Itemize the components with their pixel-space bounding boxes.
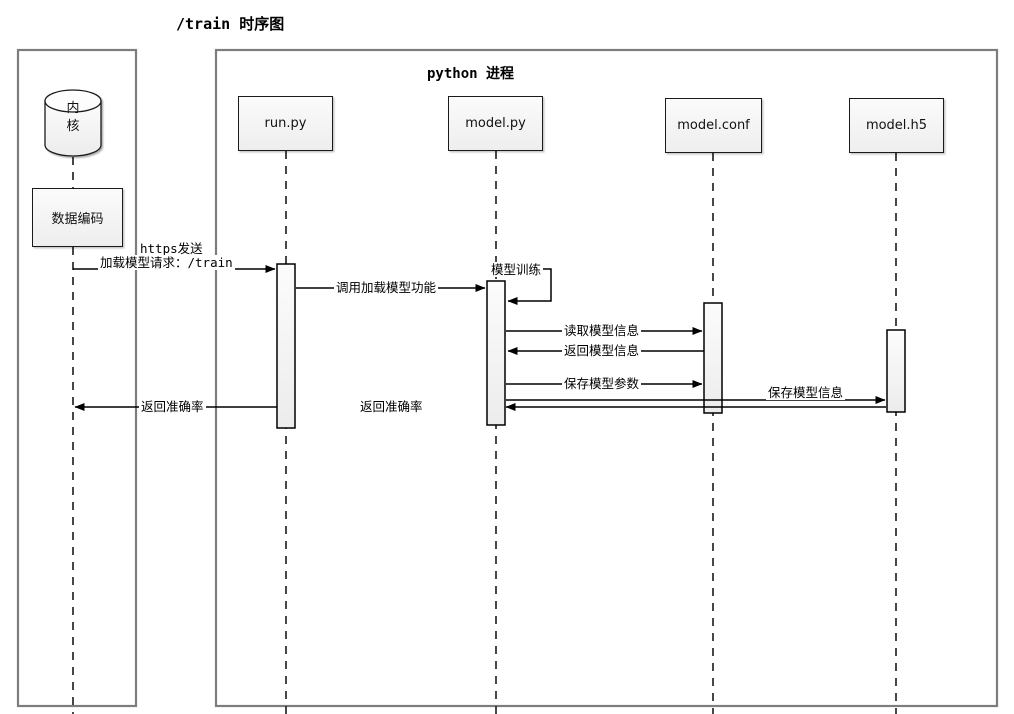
participant-run-py[interactable]: run.py <box>238 96 333 151</box>
message-label-save-model-info: 保存模型信息 <box>766 385 846 400</box>
message-label-call-load-model: 调用加载模型功能 <box>334 280 439 295</box>
message-label-return-accuracy-inner: 返回准确率 <box>358 399 425 414</box>
activation-run-py <box>276 263 296 429</box>
message-label-load-model-request: 加载模型请求：/train <box>98 255 235 270</box>
participant-model-h5[interactable]: model.h5 <box>849 98 944 153</box>
participant-label-model-h5: model.h5 <box>865 118 928 133</box>
message-label-return-accuracy-outer: 返回准确率 <box>139 399 206 414</box>
message-label-model-training: 模型训练 <box>489 262 544 277</box>
frame-python-process <box>214 48 999 708</box>
participant-label-kernel: 内核 <box>66 101 80 134</box>
participant-data-encoding[interactable]: 数据编码 <box>32 188 123 247</box>
frame-kernel <box>16 48 138 708</box>
participant-label-model-conf: model.conf <box>677 118 750 133</box>
database-icon-kernel <box>44 89 102 157</box>
activation-model-py <box>486 280 506 426</box>
activation-model-h5 <box>886 329 906 413</box>
participant-label-run-py: run.py <box>264 116 307 131</box>
activation-bars <box>276 263 906 429</box>
message-label-read-model-info: 读取模型信息 <box>562 323 642 338</box>
message-label-save-model-params: 保存模型参数 <box>562 376 642 391</box>
message-label-https-send: https发送 <box>138 241 205 256</box>
participant-label-model-py: model.py <box>465 116 526 131</box>
participant-model-py[interactable]: model.py <box>448 96 543 151</box>
message-label-return-model-info: 返回模型信息 <box>562 343 642 358</box>
message-arrows <box>73 265 886 411</box>
page-title: /train 时序图 <box>176 15 285 33</box>
lifelines <box>72 151 897 714</box>
activation-model-conf <box>703 302 723 414</box>
participant-label-data-encoding: 数据编码 <box>51 212 104 227</box>
participant-model-conf[interactable]: model.conf <box>665 98 762 153</box>
frame-label-python-process: python 进程 <box>427 66 515 82</box>
